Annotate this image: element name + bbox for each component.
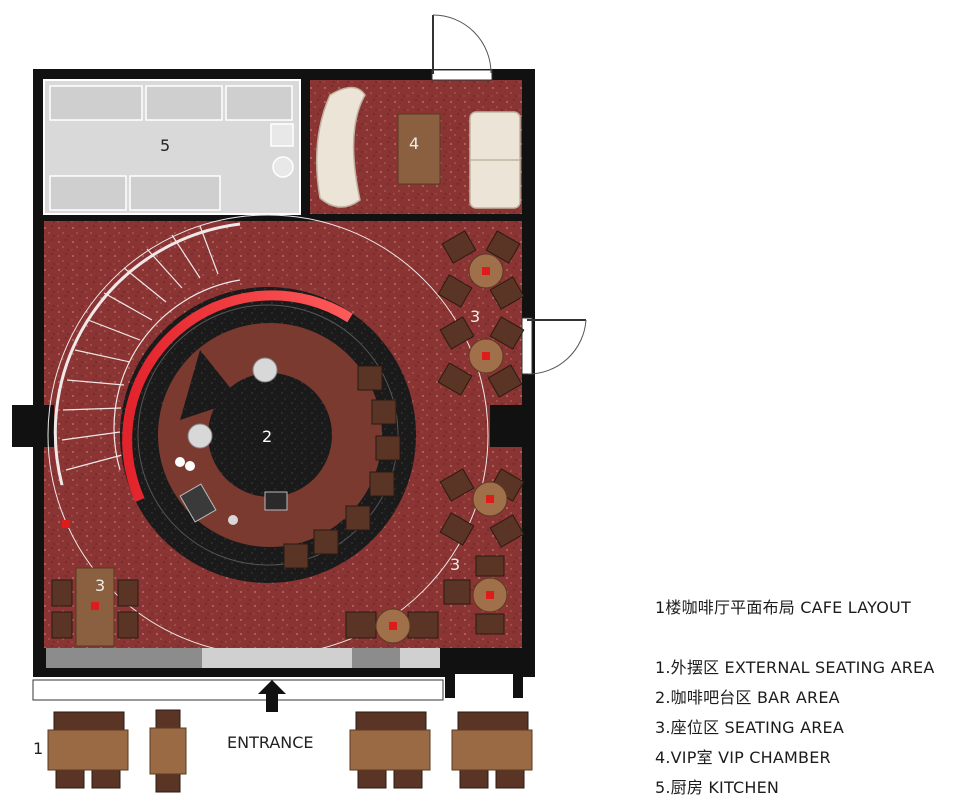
legend-item-kitchen: 5.厨房 KITCHEN (655, 778, 780, 797)
right-door (521, 317, 587, 375)
bar-stools (283, 365, 401, 569)
external-seating (47, 709, 533, 793)
kitchen-room (43, 79, 301, 215)
bar-area (120, 287, 416, 583)
entrance-arrow-icon (258, 680, 286, 712)
zone-label-seating-right-bottom: 3 (450, 555, 460, 574)
zone-label-external: 1 (33, 739, 43, 758)
seating-bottom-right (345, 468, 525, 644)
legend-item-vip: 4.VIP室 VIP CHAMBER (655, 748, 831, 767)
vip-room (310, 80, 522, 214)
front-counters (32, 648, 523, 701)
left-column (12, 405, 54, 447)
zone-label-kitchen: 5 (160, 136, 170, 155)
entrance-label: ENTRANCE (227, 733, 314, 752)
seating-top-right (437, 230, 525, 398)
zone-label-seating-left: 3 (95, 576, 105, 595)
zone-label-seating-right-top: 3 (470, 307, 480, 326)
seating-left (51, 520, 139, 647)
legend-item-seating: 3.座位区 SEATING AREA (655, 718, 844, 737)
zone-label-vip: 4 (409, 134, 419, 153)
zone-label-bar: 2 (262, 427, 272, 446)
right-column (490, 405, 532, 447)
top-door (431, 14, 493, 81)
staircase (53, 222, 241, 486)
legend-item-bar: 2.咖啡吧台区 BAR AREA (655, 688, 840, 707)
legend-title: 1楼咖啡厅平面布局 CAFE LAYOUT (655, 598, 911, 617)
legend-item-external: 1.外摆区 EXTERNAL SEATING AREA (655, 658, 935, 677)
